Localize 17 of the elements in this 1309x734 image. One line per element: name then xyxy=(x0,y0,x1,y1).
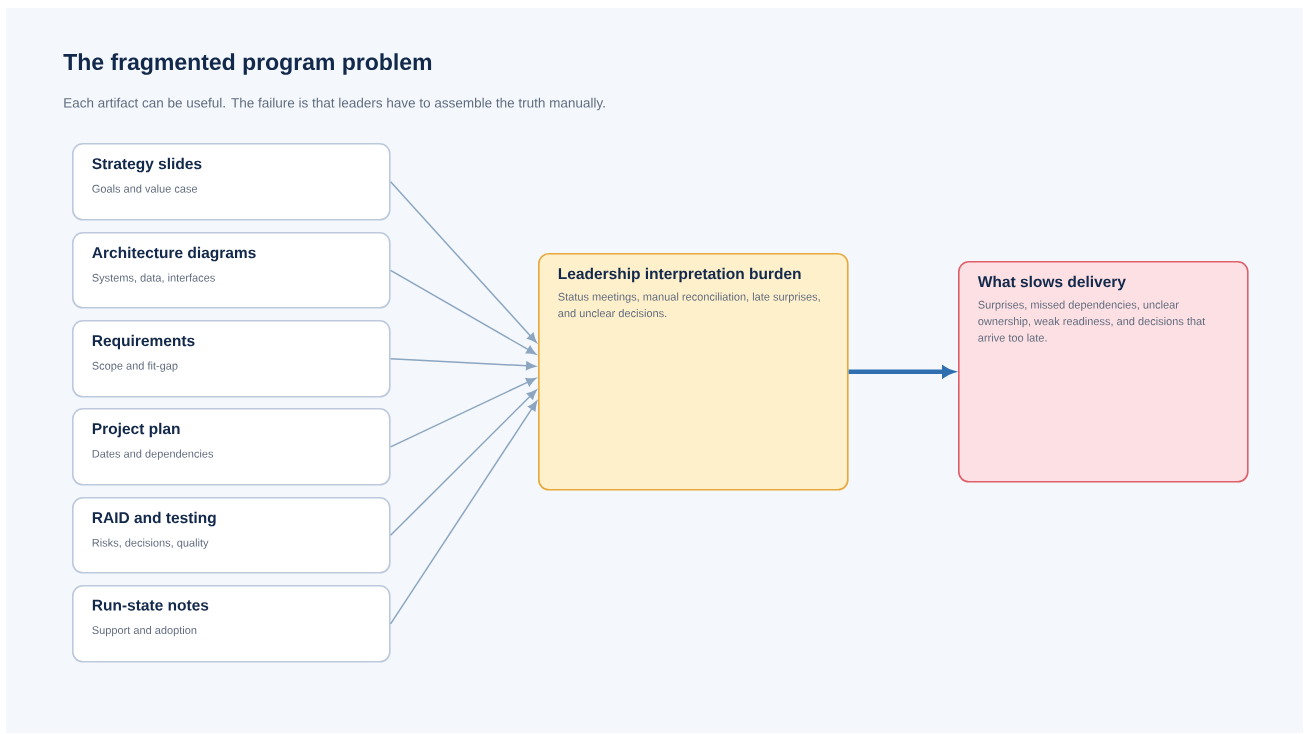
source-box: Run-state notes Support and adoption xyxy=(72,585,391,663)
title: The fragmented program problem xyxy=(63,53,432,75)
arrow xyxy=(389,269,537,355)
subtitle: Each artifact can be useful. The failure is that leaders have to assemble the truth manually. xyxy=(64,97,605,111)
burden-box: Leadership interpretation burden Status meetings, manual reconciliation, late surprises, and unclear decisions. xyxy=(538,253,849,491)
arrow xyxy=(848,365,955,378)
source-box: Project plan Dates and dependencies xyxy=(72,408,391,486)
arrow xyxy=(389,358,536,371)
arrow xyxy=(389,377,537,448)
arrow xyxy=(389,181,537,343)
arrow xyxy=(389,400,538,625)
source-box: Requirements Scope and fit-gap xyxy=(72,320,391,398)
outcome-box: What slows delivery Surprises, missed dependencies, unclear ownership, weak readiness, and decisions that arrive too late. xyxy=(958,261,1249,483)
arrow xyxy=(389,389,537,537)
source-box: Strategy slides Goals and value case xyxy=(72,143,391,221)
source-box: RAID and testing Risks, decisions, quality xyxy=(72,497,391,574)
source-box: Architecture diagrams Systems, data, interfaces xyxy=(72,232,391,309)
